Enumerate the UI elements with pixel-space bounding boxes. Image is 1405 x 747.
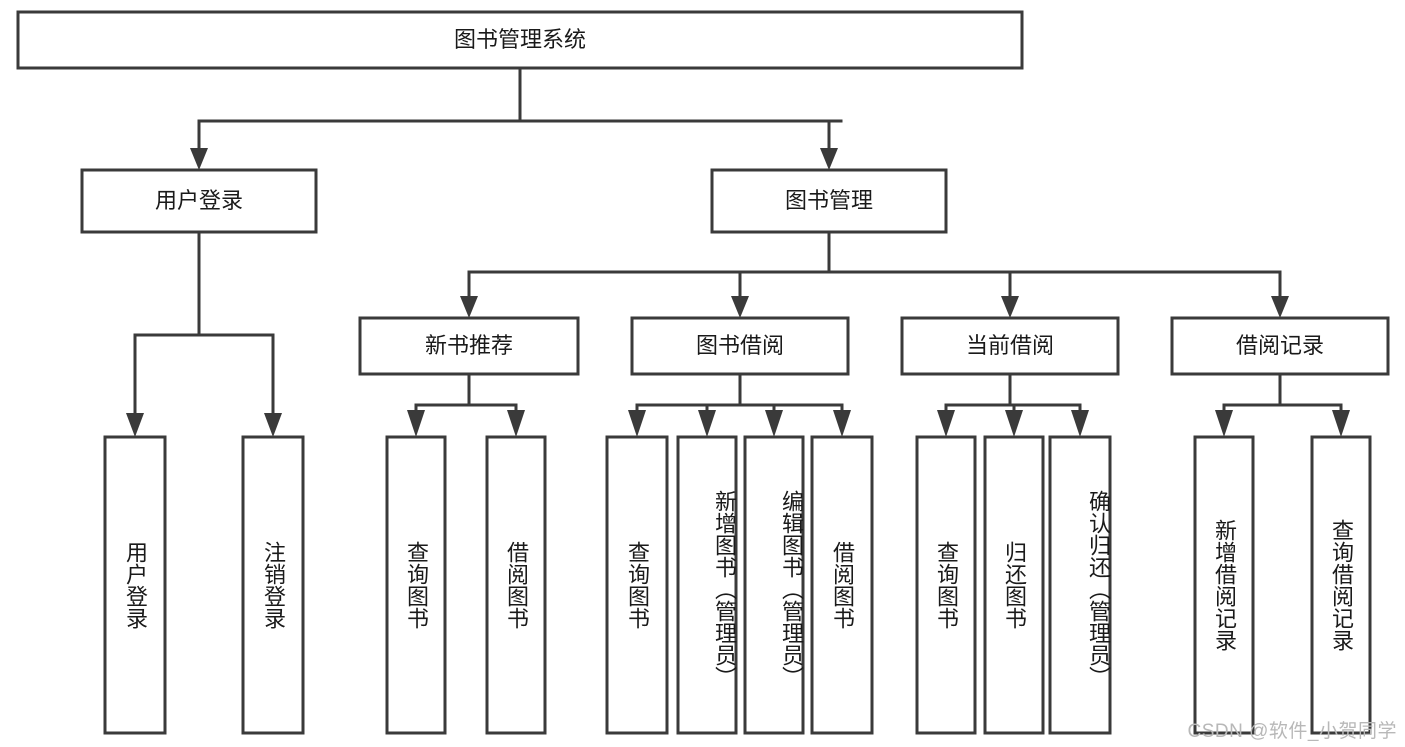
node-user-login[interactable]: 用户登录 (80, 168, 318, 234)
node-current-borrow[interactable]: 当前借阅 (900, 316, 1120, 376)
leaf-box-add-book-admin[interactable] (676, 435, 738, 735)
leaf-box-confirm-return-admin[interactable] (1048, 435, 1112, 735)
connector-bookmgmt-to-level2 (460, 230, 1289, 318)
node-new-book-recommend[interactable]: 新书推荐 (358, 316, 580, 376)
leaf-box-logout[interactable] (241, 435, 305, 735)
node-book-management-label: 图书管理 (785, 188, 873, 213)
leaf-box-query-book-current[interactable] (915, 435, 977, 735)
leaf-box-borrow-book[interactable] (810, 435, 874, 735)
leaf-box-add-borrow-record[interactable] (1193, 435, 1255, 735)
node-root-label: 图书管理系统 (454, 27, 586, 52)
connector-record-to-leaves (1215, 372, 1350, 437)
leaf-box-query-book-borrow[interactable] (605, 435, 669, 735)
node-user-login-label: 用户登录 (155, 188, 243, 213)
node-borrow-record-label: 借阅记录 (1236, 333, 1324, 358)
leaf-box-query-borrow-record[interactable] (1310, 435, 1372, 735)
leaf-box-user-login[interactable] (103, 435, 167, 735)
connector-root-to-level1 (190, 66, 843, 170)
connector-userlogin-to-leaves (126, 230, 282, 437)
node-book-borrow-label: 图书借阅 (696, 333, 784, 358)
leaf-box-return-book[interactable] (983, 435, 1045, 735)
node-book-management[interactable]: 图书管理 (710, 168, 948, 234)
leaf-box-borrow-book-newbook[interactable] (485, 435, 547, 735)
leaf-box-edit-book-admin[interactable] (743, 435, 805, 735)
leaf-box-query-book-newbook[interactable] (385, 435, 447, 735)
connector-current-to-leaves (937, 372, 1089, 437)
connector-borrow-to-leaves (628, 372, 851, 437)
csdn-watermark: CSDN @软件_小贺同学 (1187, 721, 1397, 742)
node-book-borrow[interactable]: 图书借阅 (630, 316, 850, 376)
connector-newbook-to-leaves (407, 372, 525, 437)
node-current-borrow-label: 当前借阅 (966, 333, 1054, 358)
node-root[interactable]: 图书管理系统 (16, 10, 1024, 70)
node-borrow-record[interactable]: 借阅记录 (1170, 316, 1390, 376)
node-new-book-recommend-label: 新书推荐 (425, 333, 513, 358)
leaf-boxes (103, 435, 1372, 735)
